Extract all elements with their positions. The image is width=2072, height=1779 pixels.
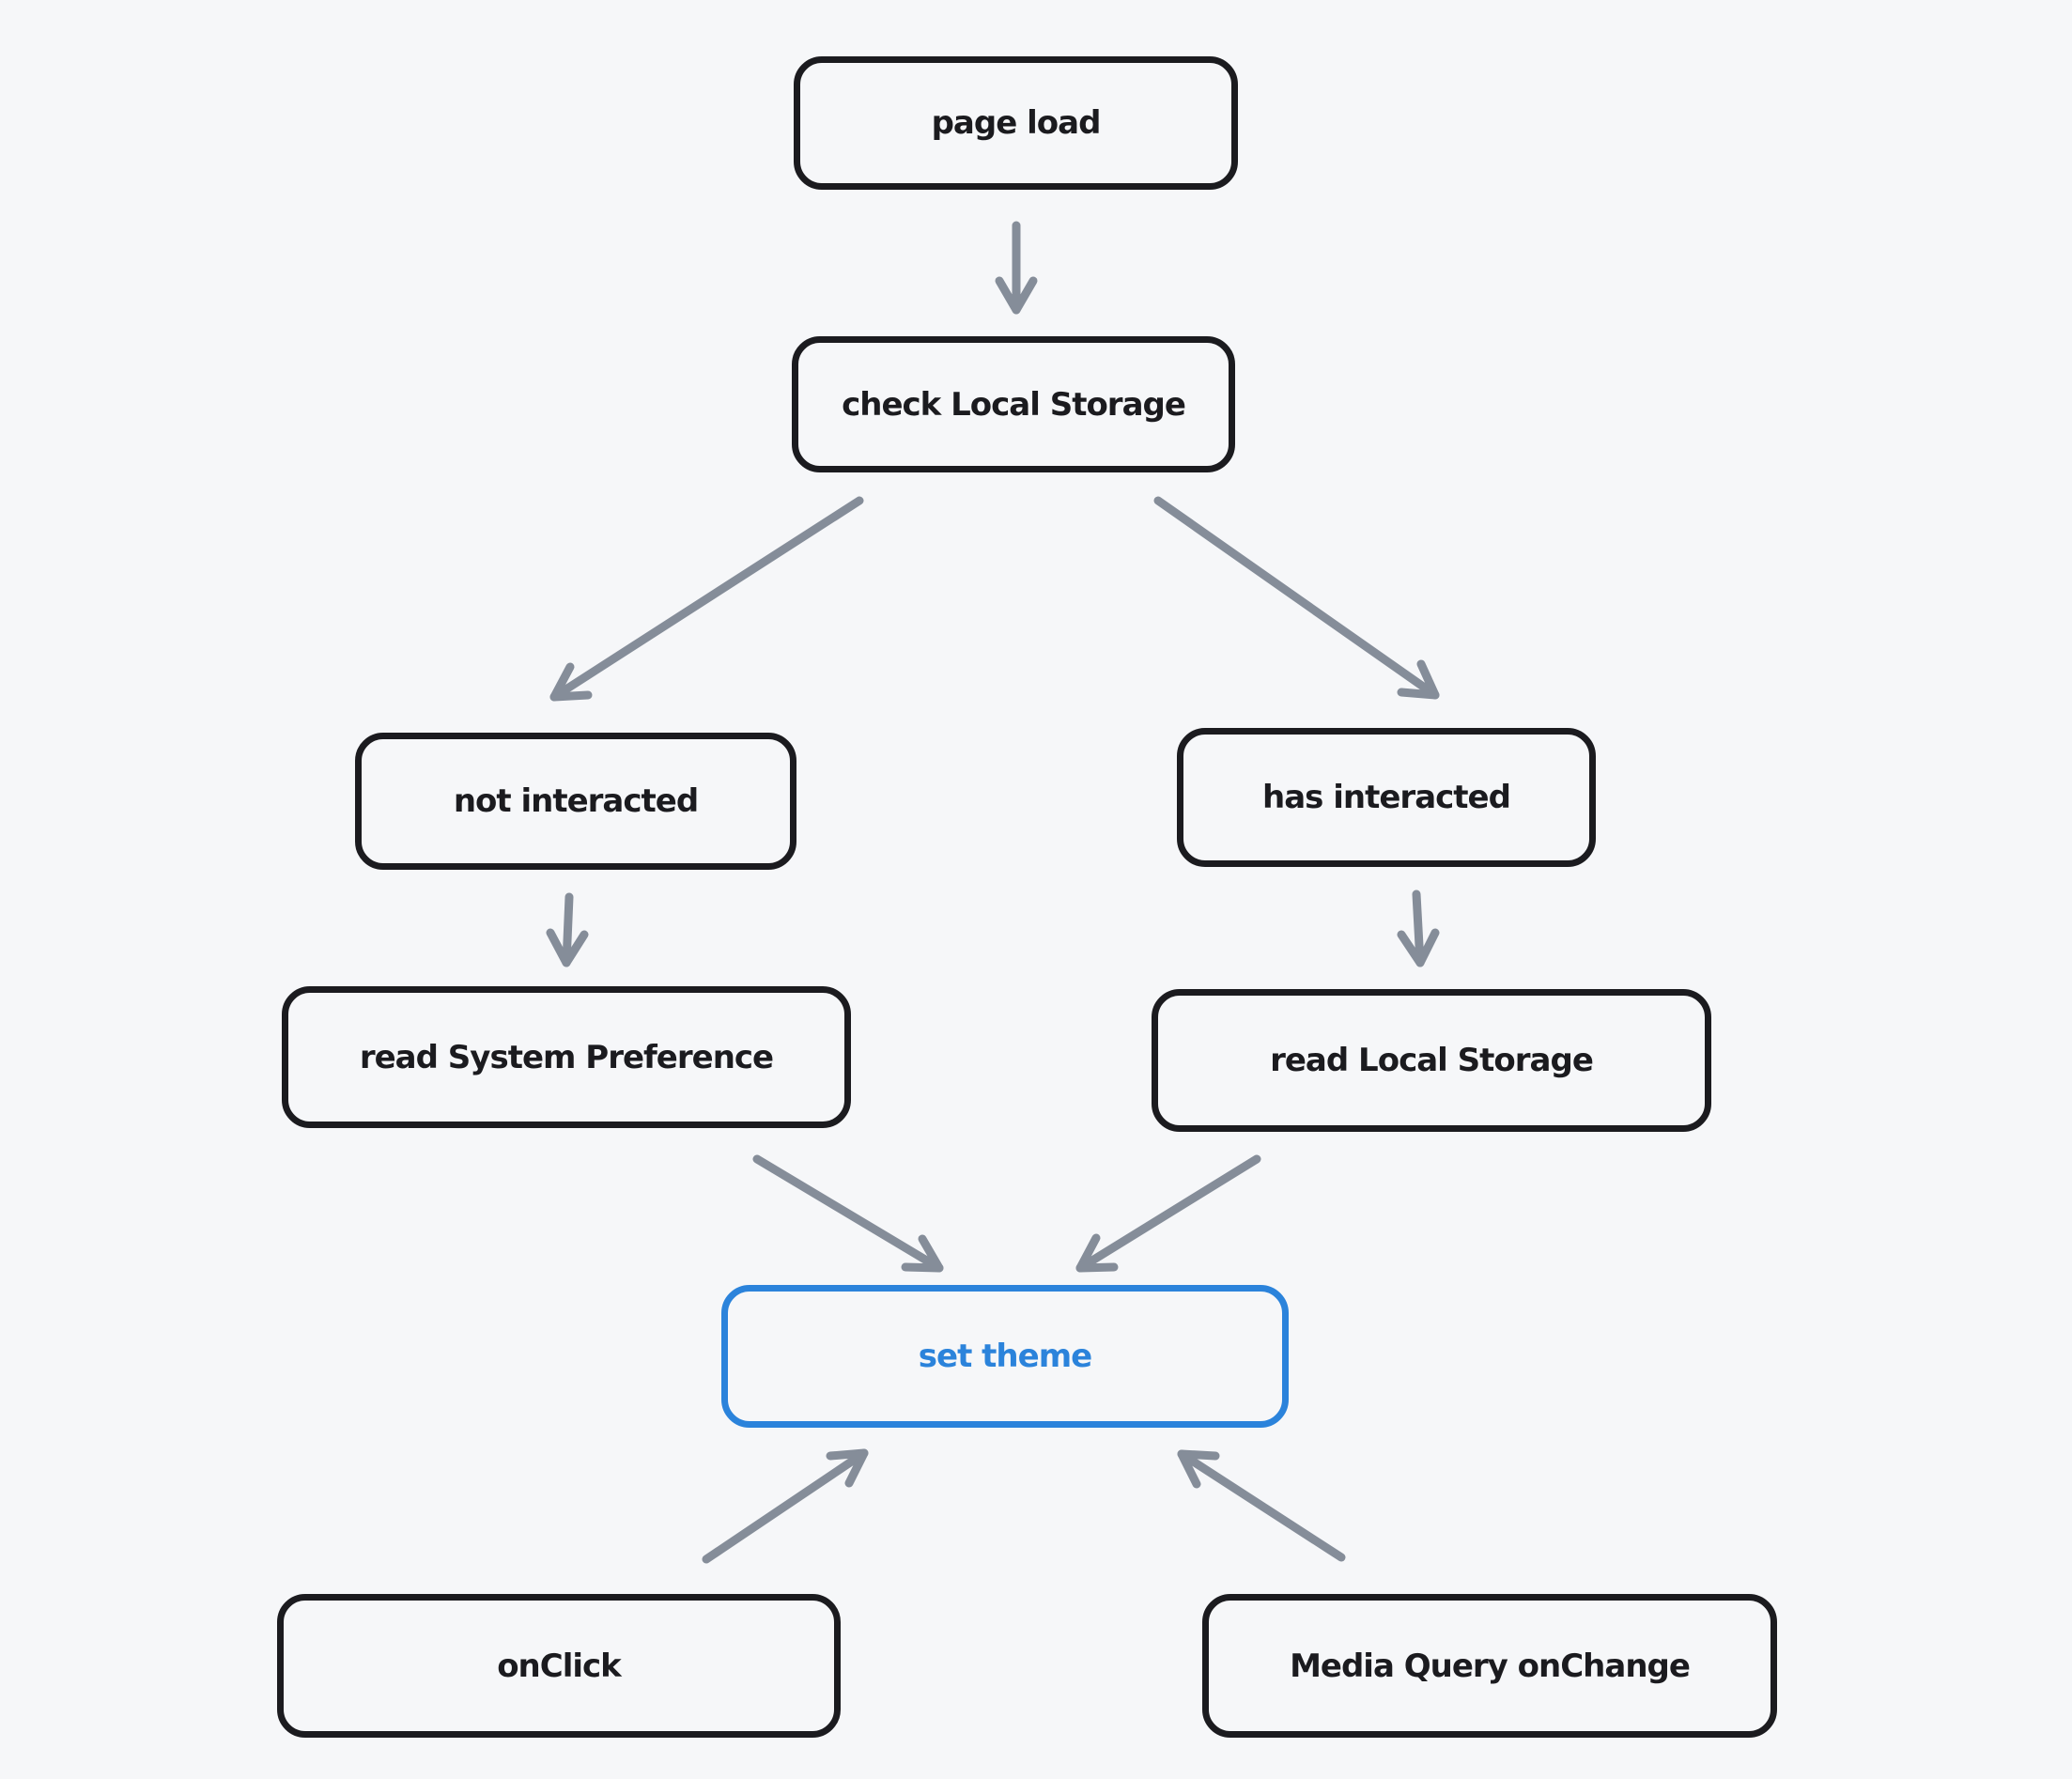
node-read-system-preference-label: read System Preference <box>359 1038 774 1076</box>
node-page-load-label: page load <box>931 104 1102 142</box>
node-not-interacted-label: not interacted <box>453 782 699 820</box>
node-read-system-preference[interactable]: read System Preference <box>282 986 851 1128</box>
arrow-not-interacted-to-read-system-preference[interactable] <box>546 892 589 967</box>
node-has-interacted-label: has interacted <box>1262 779 1511 816</box>
node-set-theme[interactable]: set theme <box>721 1285 1289 1428</box>
arrow-check-local-storage-to-has-interacted[interactable] <box>1153 496 1440 700</box>
node-check-local-storage-label: check Local Storage <box>842 385 1186 424</box>
node-media-query-onchange-label: Media Query onChange <box>1290 1647 1691 1685</box>
node-check-local-storage[interactable]: check Local Storage <box>792 336 1235 472</box>
arrow-check-local-storage-to-not-interacted[interactable] <box>549 496 864 702</box>
node-read-local-storage-label: read Local Storage <box>1270 1042 1594 1079</box>
node-onclick-label: onClick <box>497 1647 622 1685</box>
arrow-page-load-to-check-local-storage[interactable] <box>995 221 1038 315</box>
node-read-local-storage[interactable]: read Local Storage <box>1152 989 1711 1132</box>
arrow-has-interacted-to-read-local-storage[interactable] <box>1397 890 1440 967</box>
node-media-query-onchange[interactable]: Media Query onChange <box>1202 1594 1777 1738</box>
arrow-read-system-preference-to-set-theme[interactable] <box>752 1154 944 1273</box>
node-page-load[interactable]: page load <box>794 56 1238 190</box>
arrow-onclick-to-set-theme[interactable] <box>702 1448 869 1564</box>
node-set-theme-label: set theme <box>918 1338 1092 1375</box>
node-not-interacted[interactable]: not interacted <box>355 733 796 870</box>
node-has-interacted[interactable]: has interacted <box>1177 728 1596 867</box>
arrow-read-local-storage-to-set-theme[interactable] <box>1075 1154 1261 1273</box>
arrow-media-query-onchange-to-set-theme[interactable] <box>1177 1449 1346 1562</box>
node-onclick[interactable]: onClick <box>277 1594 841 1738</box>
